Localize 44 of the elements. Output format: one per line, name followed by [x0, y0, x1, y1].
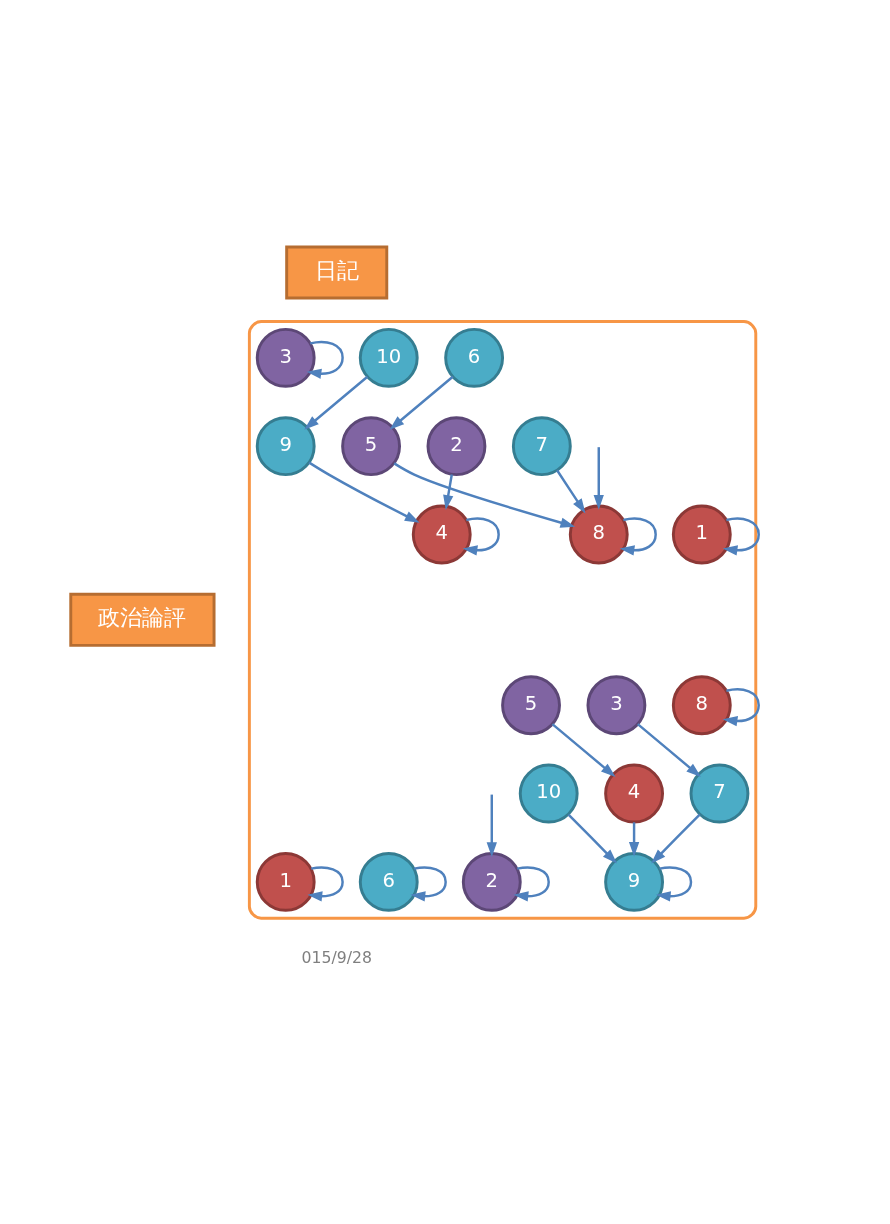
arrow	[567, 813, 617, 864]
node-circle: 4	[604, 763, 664, 824]
arrow	[513, 866, 550, 902]
arrow	[722, 688, 760, 727]
arrow	[556, 469, 586, 514]
arrow	[304, 375, 369, 430]
label: 015/9/28	[301, 948, 372, 968]
arrow	[462, 517, 500, 556]
arrow	[651, 813, 701, 864]
node-circle: 7	[511, 416, 572, 477]
node-circle: 2	[461, 851, 522, 912]
arrow	[722, 517, 760, 556]
node-circle: 5	[501, 675, 561, 736]
arrow	[593, 447, 604, 510]
arrow	[389, 375, 454, 430]
node-circle: 6	[444, 327, 505, 388]
arrow	[410, 866, 447, 902]
node-circle: 3	[255, 327, 316, 388]
node-circle: 10	[358, 327, 419, 388]
node-circle: 5	[341, 416, 401, 477]
node-box: 政治論評	[69, 592, 216, 647]
node-box: 日記	[285, 245, 389, 300]
node-circle: 1	[671, 504, 732, 565]
node-circle: 7	[689, 763, 750, 824]
arrow	[637, 723, 701, 778]
arrow	[308, 461, 420, 523]
node-circle: 8	[671, 675, 732, 736]
node-circle: 9	[255, 416, 316, 477]
arrow	[306, 340, 344, 379]
node-circle: 4	[411, 504, 472, 565]
arrow	[551, 723, 616, 778]
node-circle: 8	[568, 504, 629, 565]
arrow	[619, 517, 657, 556]
arrow	[307, 866, 344, 902]
node-circle: 3	[586, 675, 647, 736]
arrow	[628, 822, 640, 857]
arrow	[486, 794, 497, 858]
arrow	[655, 866, 693, 902]
node-circle: 2	[426, 416, 487, 477]
node-circle: 10	[518, 763, 579, 824]
node-circle: 6	[358, 851, 419, 912]
node-circle: 1	[255, 851, 316, 912]
arrow	[393, 462, 576, 528]
arrow	[443, 474, 454, 510]
